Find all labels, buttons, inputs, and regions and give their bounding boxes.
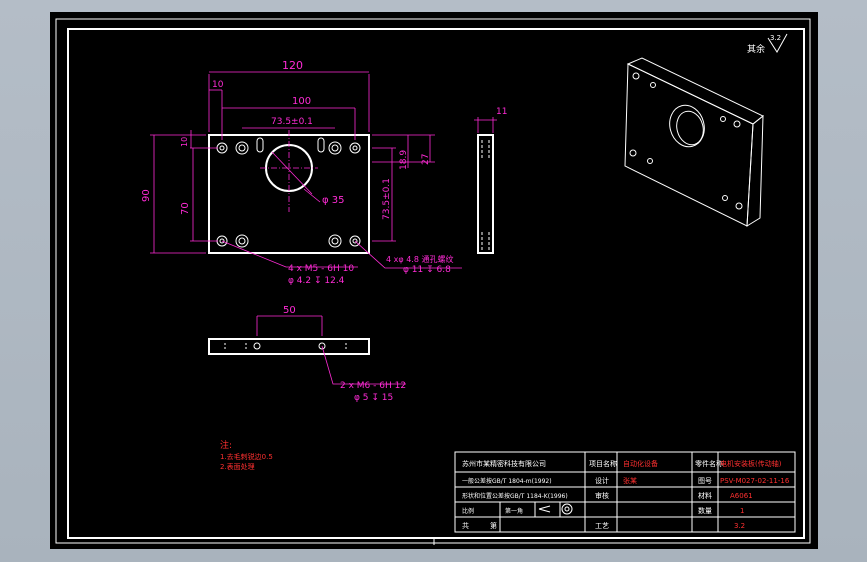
callout-m6-2: φ 5 ↧ 15 (354, 393, 393, 403)
dim-120: 120 (282, 59, 303, 72)
tb-standard1: 一般公差按GB/T 1804-m(1992) (462, 477, 552, 485)
tb-designer-label: 设计 (595, 476, 609, 485)
tb-page-label: 共 (462, 521, 469, 530)
dim-70: 70 (180, 202, 191, 215)
title-block: 苏州市某精密科技有限公司 一般公差按GB/T 1804-m(1992) 形状和位… (454, 451, 796, 533)
tb-name-value: 电机安装板(传动轴) (720, 459, 782, 468)
roughness-symbol: 其余 3.2 (747, 33, 788, 55)
dim-top-10: 10 (180, 137, 189, 147)
callout-m5-2: φ 4.2 ↧ 12.4 (288, 276, 345, 286)
notes-title: 注: (220, 439, 232, 451)
tb-name-label: 零件名称 (695, 459, 723, 468)
outer-border (55, 18, 811, 544)
dim-50: 50 (283, 305, 296, 316)
tb-drawno-label: 图号 (698, 477, 712, 485)
inner-border (67, 28, 805, 539)
callout-cb-1: 4 xφ 4.8 通孔螺纹 (386, 254, 453, 264)
tb-proj-label: 项目名称 (589, 459, 617, 468)
tb-scale-label: 比例 (462, 507, 474, 515)
isometric-view (624, 57, 764, 227)
notes-line2: 2.表面处理 (220, 462, 255, 471)
tb-company: 苏州市某精密科技有限公司 (462, 459, 546, 468)
dim-18-9: 18.9 (399, 150, 409, 170)
notes-line1: 1.去毛刺锐边0.5 (220, 452, 273, 461)
tb-standard2: 形状和位置公差按GB/T 1184-K(1996) (462, 492, 568, 500)
tb-designer-value: 张某 (623, 476, 637, 485)
tb-process-label: 工艺 (595, 522, 609, 530)
front-dimensions: 120 10 100 73.5±0.1 90 70 10 27 18.9 73.… (141, 59, 462, 286)
dim-27: 27 (421, 154, 431, 165)
roughness-label: 其余 (747, 43, 765, 55)
dim-phi-35: φ 35 (322, 195, 345, 206)
dim-100: 100 (292, 96, 311, 107)
dim-90: 90 (141, 189, 152, 202)
dim-10: 10 (212, 80, 224, 90)
dim-73-5: 73.5±0.1 (271, 117, 313, 127)
drawing-canvas: 其余 3.2 120 10 100 (50, 12, 818, 549)
cad-drawing: 其余 3.2 120 10 100 (55, 18, 811, 545)
roughness-value: 3.2 (770, 34, 781, 42)
tb-page-value: 第 (490, 521, 497, 530)
side-view: 11 (474, 107, 507, 254)
tb-qty-value: 1 (740, 507, 744, 515)
tb-drawno-value: PSV-M027-02-11-16 (720, 477, 790, 485)
callout-m6-1: 2 x M6 - 6H 12 (340, 381, 406, 391)
notes: 注: 1.去毛刺锐边0.5 2.表面处理 (220, 439, 273, 471)
top-view: 50 2 x M6 - 6H 12 φ 5 ↧ 15 (208, 305, 406, 403)
projection-symbol (538, 503, 573, 515)
tb-check-label: 审核 (595, 491, 609, 500)
tb-weight-value: 3.2 (734, 522, 745, 530)
callout-cb-2: φ 11 ↧ 6.8 (403, 265, 451, 275)
tb-material-value: A6061 (730, 492, 753, 500)
dim-73-5-vertical: 73.5±0.1 (382, 178, 392, 220)
callout-m5-1: 4 x M5 - 6H 10 (288, 264, 354, 274)
tb-sheet-label: 第一角 (505, 507, 523, 515)
dim-11: 11 (496, 107, 507, 117)
front-view (208, 130, 370, 254)
tb-material-label: 材料 (698, 491, 712, 500)
tb-qty-label: 数量 (698, 506, 712, 515)
tb-proj-value: 自动化设备 (623, 459, 658, 468)
